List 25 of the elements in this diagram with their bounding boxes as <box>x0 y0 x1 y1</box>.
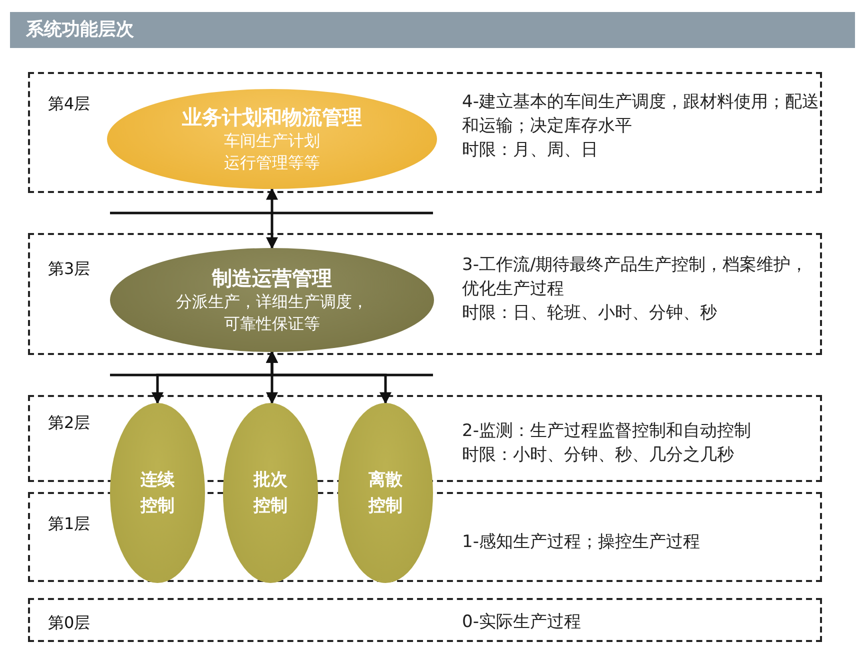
layer-label: 第1层 <box>48 514 90 535</box>
ellipse-title: 连续控制 <box>139 469 176 518</box>
arrow <box>266 350 392 404</box>
ellipse-title: 业务计划和物流管理 <box>182 104 362 130</box>
description-text: 1-感知生产过程；操控生产过程 <box>462 531 701 554</box>
arrow <box>266 188 278 250</box>
layer-label: 第0层 <box>48 613 90 634</box>
description-text: 时限：小时、分钟、秒、几分之几秒 <box>462 444 735 467</box>
description-text: 时限：日、轮班、小时、分钟、秒 <box>462 302 718 325</box>
description-text: 时限：月、周、日 <box>462 139 599 162</box>
title-bar: 系统功能层次 <box>10 12 855 48</box>
ellipse-title: 批次控制 <box>252 469 288 518</box>
layer-label: 第3层 <box>48 259 90 280</box>
description-text: 0-实际生产过程 <box>462 611 582 634</box>
ellipse-title: 离散控制 <box>367 469 404 518</box>
layer-label: 第4层 <box>48 94 90 115</box>
ellipse-text: 可靠性保证等 <box>224 313 320 335</box>
description-text: 3-工作流/期待最终产品生产控制，档案维护，优化生产过程 <box>462 254 809 301</box>
ellipse-text: 运行管理等等 <box>224 152 320 174</box>
ellipse-text: 车间生产计划 <box>224 130 320 152</box>
description-text: 2-监测：生产过程监督控制和自动控制 <box>462 420 752 443</box>
description-text: 4-建立基本的车间生产调度，跟材料使用；配送和运输；决定库存水平 <box>462 91 820 138</box>
ellipse-text: 分派生产，详细生产调度， <box>176 291 368 313</box>
layer-label: 第2层 <box>48 413 90 434</box>
ellipse-title: 制造运营管理 <box>212 265 332 291</box>
